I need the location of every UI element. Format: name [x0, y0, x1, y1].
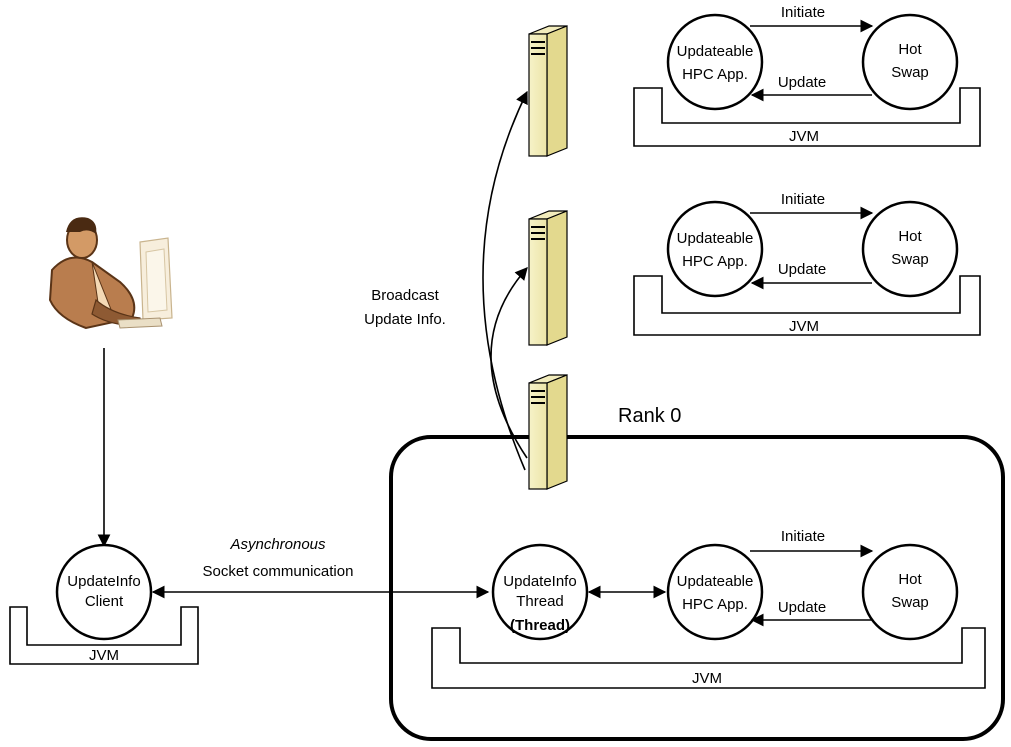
- server-middle-icon: [528, 210, 568, 346]
- rank0-jvm-label: JVM: [692, 670, 722, 687]
- top-swap-line2: Swap: [891, 64, 929, 81]
- top-jvm-label: JVM: [789, 128, 819, 145]
- broadcast-label-line2: Update Info.: [364, 311, 446, 328]
- middle-app-line2: HPC App.: [682, 253, 748, 270]
- thread-label-line3: (Thread): [510, 617, 570, 634]
- middle-app-line1: Updateable: [677, 230, 754, 247]
- middle-initiate-label: Initiate: [781, 191, 825, 208]
- rank0-app-node: [666, 543, 764, 641]
- middle-update-label: Update: [778, 261, 826, 278]
- socket-label-line1: Asynchronous: [229, 536, 326, 553]
- thread-label-line1: UpdateInfo: [503, 573, 576, 590]
- rank0-swap-line1: Hot: [898, 571, 922, 588]
- middle-swap-line1: Hot: [898, 228, 922, 245]
- server-rank0-icon: [528, 374, 568, 490]
- broadcast-label-line1: Broadcast: [371, 287, 439, 304]
- top-jvm: JVM: [633, 87, 981, 147]
- top-app-node: [666, 13, 764, 111]
- top-update-label: Update: [778, 74, 826, 91]
- client-jvm-label: JVM: [89, 647, 119, 664]
- user-at-computer-icon: [48, 217, 173, 330]
- rank0-app-line1: Updateable: [677, 573, 754, 590]
- client-jvm: JVM: [9, 606, 199, 665]
- rank0-update-label: Update: [778, 599, 826, 616]
- rank0-hotswap-node: [861, 543, 959, 641]
- top-initiate-label: Initiate: [781, 4, 825, 21]
- socket-label-line2: Socket communication: [203, 563, 354, 580]
- updateinfo-thread-node: [491, 543, 589, 641]
- broadcast-arrow-to-top: [482, 90, 528, 471]
- top-hotswap-node: [861, 13, 959, 111]
- client-label-line1: UpdateInfo: [67, 573, 140, 590]
- rank0-boundary: [389, 435, 1005, 741]
- top-swap-line1: Hot: [898, 41, 922, 58]
- client-label-line2: Client: [85, 593, 124, 610]
- broadcast-arrow-to-middle: [490, 267, 528, 459]
- rank0-jvm: JVM: [431, 627, 986, 689]
- updateinfo-client-node: [55, 543, 153, 641]
- middle-app-node: [666, 200, 764, 298]
- middle-jvm: JVM: [633, 275, 981, 336]
- rank0-initiate-label: Initiate: [781, 528, 825, 545]
- top-app-line1: Updateable: [677, 43, 754, 60]
- server-top-icon: [528, 25, 568, 157]
- middle-hotswap-node: [861, 200, 959, 298]
- rank0-swap-line2: Swap: [891, 594, 929, 611]
- middle-jvm-label: JVM: [789, 318, 819, 335]
- thread-label-line2: Thread: [516, 593, 564, 610]
- rank0-label: Rank 0: [618, 405, 681, 427]
- rank0-app-line2: HPC App.: [682, 596, 748, 613]
- middle-swap-line2: Swap: [891, 251, 929, 268]
- top-app-line2: HPC App.: [682, 66, 748, 83]
